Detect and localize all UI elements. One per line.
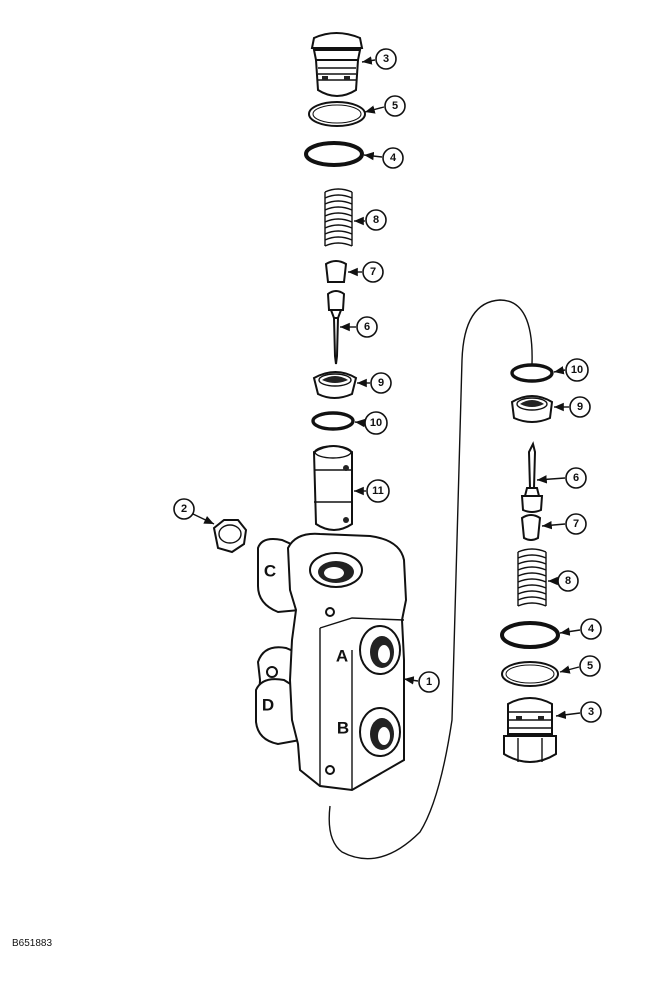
- svg-text:5: 5: [587, 660, 593, 672]
- port-label-c: C: [264, 562, 276, 581]
- callout-right-10: 10: [553, 358, 589, 382]
- svg-text:11: 11: [372, 485, 384, 497]
- svg-text:2: 2: [181, 503, 187, 515]
- svg-text:3: 3: [383, 53, 389, 65]
- o-ring-4-left: [304, 141, 364, 167]
- svg-text:10: 10: [370, 417, 382, 429]
- callout-right-3: 3: [555, 701, 602, 723]
- svg-text:10: 10: [571, 364, 583, 376]
- port-label-b: B: [337, 719, 349, 738]
- o-ring-4-right: [500, 621, 560, 649]
- valve-body-1: [255, 532, 408, 792]
- spring-8-left: [324, 188, 353, 247]
- plug-fitting-2: [212, 519, 248, 554]
- svg-text:8: 8: [565, 575, 571, 587]
- seat-9-right: [510, 395, 554, 423]
- backup-ring-5-left: [308, 101, 366, 127]
- port-label-d: D: [262, 696, 274, 715]
- callout-right-9: 9: [554, 396, 591, 418]
- callout-left-6: 6: [340, 316, 378, 338]
- backup-ring-5-right-inner: [505, 664, 555, 684]
- svg-text:9: 9: [378, 377, 384, 389]
- svg-text:5: 5: [392, 100, 398, 112]
- svg-text:6: 6: [364, 321, 370, 333]
- o-ring-10-right: [510, 363, 554, 383]
- callout-right-5: 5: [559, 655, 601, 677]
- assembly-group-line: [328, 299, 533, 860]
- pin-6-left: [326, 290, 346, 365]
- callout-right-4: 4: [559, 618, 602, 640]
- callout-left-8: 8: [354, 209, 387, 231]
- callout-right-7: 7: [541, 513, 587, 535]
- svg-text:8: 8: [373, 214, 379, 226]
- callout-left-9: 9: [357, 372, 392, 394]
- svg-text:1: 1: [426, 676, 432, 688]
- svg-text:3: 3: [588, 706, 594, 718]
- callout-left-3: 3: [361, 48, 397, 70]
- figure-id: B651883: [12, 938, 53, 949]
- backup-ring-5-right: [501, 661, 559, 687]
- svg-text:4: 4: [588, 623, 595, 635]
- plug-3-left: [310, 32, 364, 97]
- backup-ring-5-left-inner: [312, 104, 362, 124]
- callout-left-4: 4: [363, 147, 404, 169]
- sleeve-11-left: [312, 445, 353, 531]
- port-label-a: A: [336, 647, 348, 666]
- o-ring-10-left: [311, 411, 355, 431]
- poppet-7-left: [324, 260, 348, 283]
- callout-right-8: 8: [548, 570, 579, 592]
- poppet-7-right: [520, 514, 542, 541]
- callout-left-7: 7: [348, 261, 384, 283]
- seat-9-left: [312, 371, 358, 399]
- callout-left-5: 5: [364, 95, 406, 117]
- svg-text:4: 4: [390, 152, 397, 164]
- svg-text:9: 9: [577, 401, 583, 413]
- pin-6-right: [520, 441, 544, 513]
- svg-text:7: 7: [370, 266, 376, 278]
- callout-body-1: 1: [403, 671, 440, 693]
- svg-text:7: 7: [573, 518, 579, 530]
- callout-left-10: 10: [354, 411, 388, 435]
- callout-fitting-2: 2: [173, 498, 215, 525]
- spring-8-right: [517, 548, 547, 607]
- callout-right-6: 6: [536, 467, 587, 489]
- svg-text:6: 6: [573, 472, 579, 484]
- callout-left-11: 11: [354, 479, 390, 503]
- plug-3-right: [503, 697, 557, 763]
